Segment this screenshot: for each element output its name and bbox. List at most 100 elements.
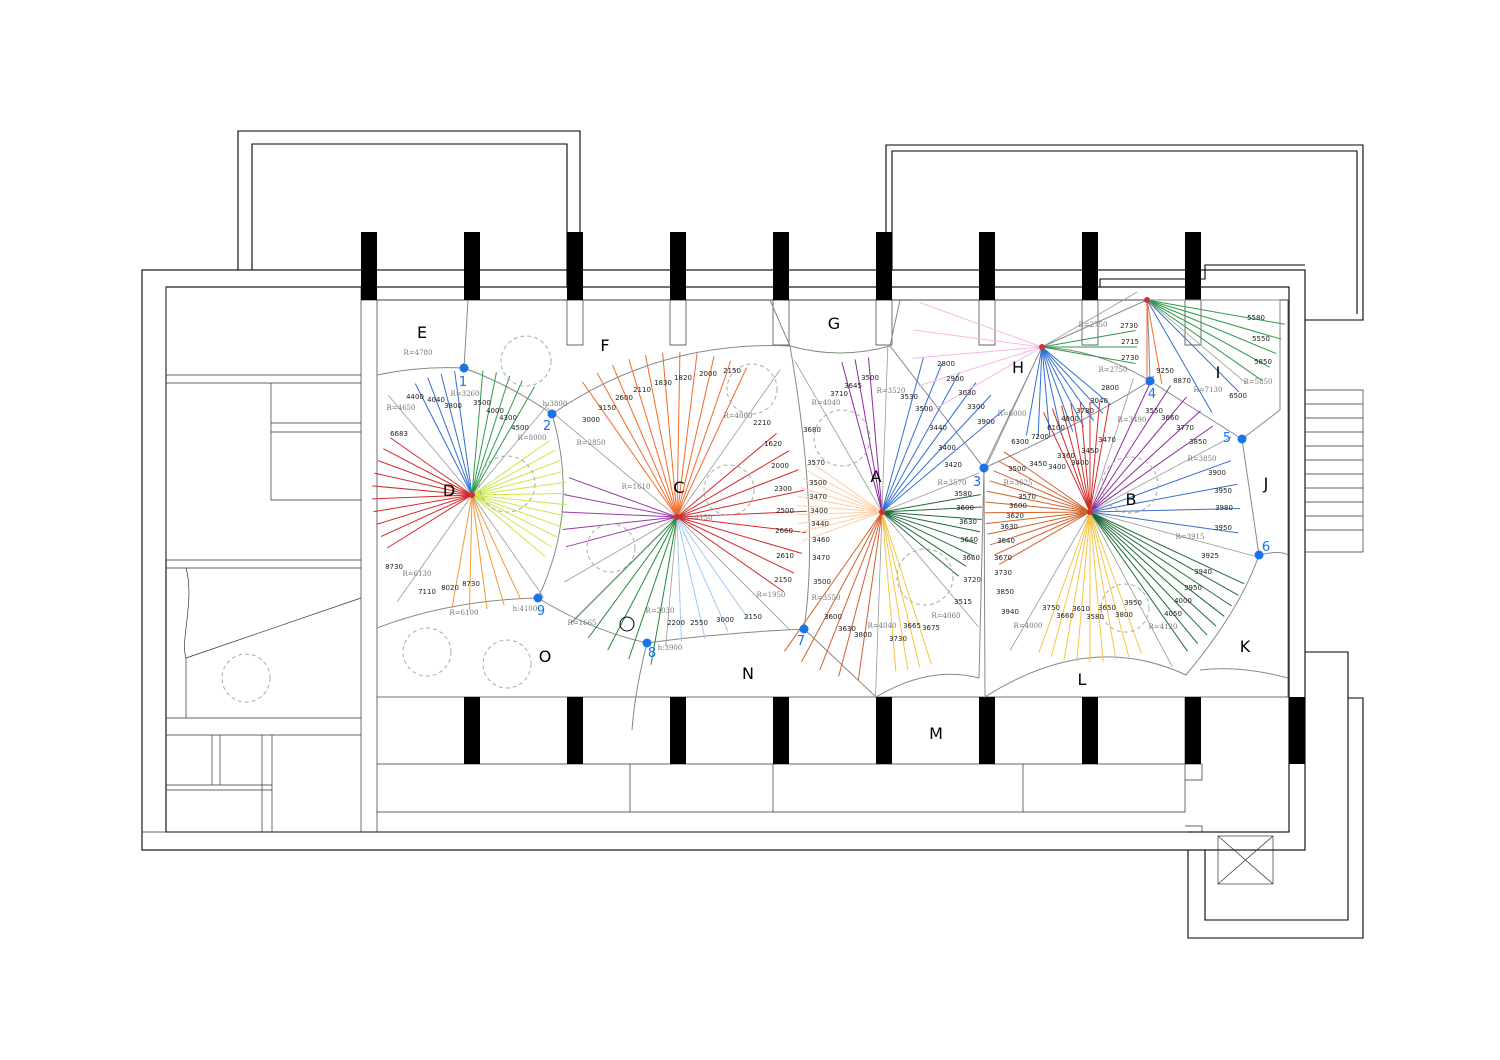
ray-line bbox=[799, 511, 883, 533]
dimension-label: 3670 bbox=[994, 554, 1012, 562]
ray-line bbox=[676, 353, 698, 518]
control-point-6[interactable] bbox=[1254, 550, 1264, 560]
radius-label: R=4060 bbox=[932, 612, 961, 620]
ray-line bbox=[451, 494, 473, 609]
dimension-label: 3640 bbox=[960, 536, 978, 544]
ray-line bbox=[989, 480, 1091, 513]
dimension-label: 3900 bbox=[1208, 469, 1226, 477]
ray-line bbox=[676, 516, 791, 631]
ray-line bbox=[471, 494, 567, 506]
control-point-number: 7 bbox=[797, 634, 805, 649]
ray-line bbox=[397, 494, 473, 602]
ray-line bbox=[998, 511, 1091, 565]
control-point-1[interactable] bbox=[459, 363, 469, 373]
ray-line bbox=[1061, 405, 1091, 513]
dimension-label: 3750 bbox=[1042, 604, 1060, 612]
column bbox=[979, 697, 995, 764]
hub-center bbox=[1039, 344, 1045, 350]
zone-label-a: A bbox=[871, 467, 882, 486]
building-walls bbox=[141, 130, 1364, 939]
ray-line bbox=[471, 494, 505, 606]
ray-line bbox=[570, 516, 678, 624]
hub-center bbox=[1087, 509, 1093, 515]
dimension-label: 3500 bbox=[813, 578, 831, 586]
ray-line bbox=[440, 373, 473, 496]
ray-fan-b bbox=[984, 375, 1255, 667]
control-point-5[interactable] bbox=[1237, 434, 1247, 444]
ray-line bbox=[1041, 291, 1138, 348]
structural-columns bbox=[361, 232, 1305, 764]
dimension-label: 3570 bbox=[1018, 493, 1036, 501]
radius-label: R=6130 bbox=[403, 570, 432, 578]
ray-line bbox=[471, 494, 558, 538]
dimension-label: 3800 bbox=[444, 402, 462, 410]
radius-label: R=2750 bbox=[1079, 321, 1108, 329]
dimension-label: 3000 bbox=[582, 416, 600, 424]
dimension-label: 3600 bbox=[824, 613, 842, 621]
control-point-8[interactable] bbox=[642, 638, 652, 648]
ray-line bbox=[380, 494, 473, 538]
ray-line bbox=[986, 346, 1043, 465]
dimension-label: 3925 bbox=[1201, 552, 1219, 560]
ray-line bbox=[676, 367, 748, 518]
radius-label: R=3570 bbox=[938, 479, 967, 487]
zone-boundaries bbox=[376, 299, 1289, 731]
radius-label: R=4650 bbox=[387, 404, 416, 412]
radius-label: h:3900 bbox=[658, 644, 683, 652]
ray-line bbox=[1050, 511, 1091, 658]
dimension-label: 5580 bbox=[1247, 314, 1265, 322]
ray-line bbox=[471, 494, 546, 557]
fixture-circle bbox=[1100, 583, 1150, 633]
zone-label-j: J bbox=[1263, 474, 1269, 493]
ray-line bbox=[676, 516, 795, 574]
ray-line bbox=[801, 511, 883, 542]
dimension-label: 3660 bbox=[962, 554, 980, 562]
ray-line bbox=[1079, 402, 1091, 513]
ray-line bbox=[987, 490, 1091, 513]
fixture-circle bbox=[221, 653, 271, 703]
dimension-label: 2900 bbox=[946, 375, 964, 383]
column bbox=[464, 697, 480, 764]
radius-label: R=1950 bbox=[757, 591, 786, 599]
fixture-circle bbox=[896, 548, 954, 606]
control-point-number: 8 bbox=[648, 646, 656, 661]
control-point-9[interactable] bbox=[533, 593, 543, 603]
ray-line bbox=[1037, 346, 1043, 437]
ray-line bbox=[881, 363, 943, 513]
column bbox=[567, 697, 583, 764]
control-point-7[interactable] bbox=[799, 624, 809, 634]
radius-label: R=2750 bbox=[1099, 366, 1128, 374]
ray-line bbox=[812, 462, 883, 513]
ray-line bbox=[471, 494, 488, 610]
ray-line bbox=[1146, 299, 1213, 413]
ray-line bbox=[676, 356, 715, 518]
ray-line bbox=[990, 511, 1091, 546]
ray-line bbox=[662, 352, 678, 518]
column bbox=[1185, 697, 1201, 764]
ray-fan-c bbox=[546, 351, 807, 665]
radius-label: R=7130 bbox=[1194, 386, 1223, 394]
ray-line bbox=[1146, 299, 1277, 355]
control-point-3[interactable] bbox=[979, 463, 989, 473]
ray-line bbox=[676, 489, 805, 518]
ray-line bbox=[919, 302, 1043, 348]
radius-label: R=3625 bbox=[1004, 479, 1033, 487]
dimension-label: 3500 bbox=[809, 479, 827, 487]
ray-line bbox=[607, 516, 678, 651]
ray-line bbox=[993, 470, 1091, 513]
control-point-2[interactable] bbox=[547, 409, 557, 419]
ray-line bbox=[587, 516, 678, 639]
radius-label: R=1610 bbox=[622, 483, 651, 491]
fixture-circle bbox=[586, 523, 636, 573]
dimension-label: 3710 bbox=[830, 390, 848, 398]
ray-line bbox=[471, 494, 545, 598]
control-point-number: 6 bbox=[1262, 540, 1270, 555]
ray-line bbox=[1089, 511, 1245, 585]
dimension-label: 3500 bbox=[1008, 465, 1026, 473]
ray-line bbox=[797, 511, 883, 524]
ray-line bbox=[676, 433, 777, 518]
fixture-circle bbox=[703, 464, 755, 516]
control-point-4[interactable] bbox=[1145, 376, 1155, 386]
column bbox=[773, 697, 789, 764]
